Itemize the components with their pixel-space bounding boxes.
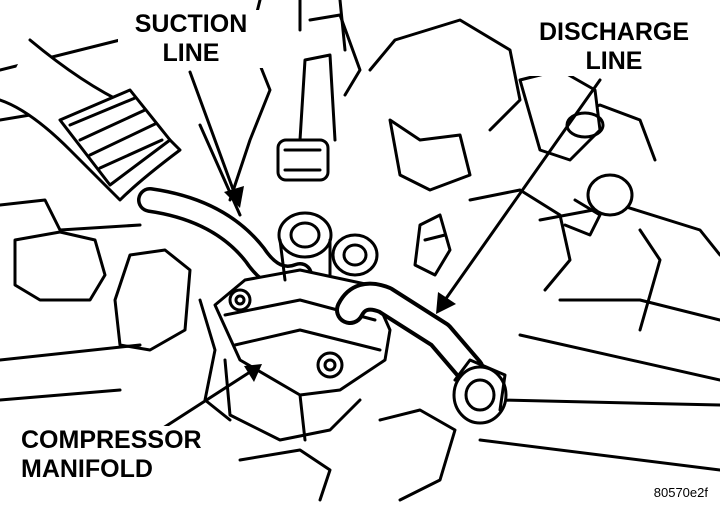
discharge-line-label-line2: LINE: [585, 47, 643, 75]
leader-lines: [158, 70, 602, 432]
suction-line-label-line2: LINE: [162, 39, 220, 67]
line-clamp: [413, 213, 452, 277]
compressor-manifold-label: COMPRESSOR MANIFOLD: [18, 426, 234, 484]
figure-code: 80570e2f: [653, 485, 708, 500]
discharge-line-label-line1: DISCHARGE: [538, 18, 689, 46]
upper-coupler: [518, 68, 634, 237]
suction-line-label-line1: SUCTION: [134, 10, 248, 38]
discharge-hose: [335, 281, 508, 425]
suction-line-label: SUCTION LINE: [118, 10, 264, 68]
compressor-manifold-label-line2: MANIFOLD: [21, 455, 153, 483]
compressor-manifold-label-line1: COMPRESSOR: [21, 426, 202, 454]
discharge-line-label: DISCHARGE LINE: [522, 18, 706, 76]
suction-hose: [0, 38, 313, 291]
leader-arrowheads: [224, 186, 456, 382]
line-fitting: [276, 13, 362, 182]
